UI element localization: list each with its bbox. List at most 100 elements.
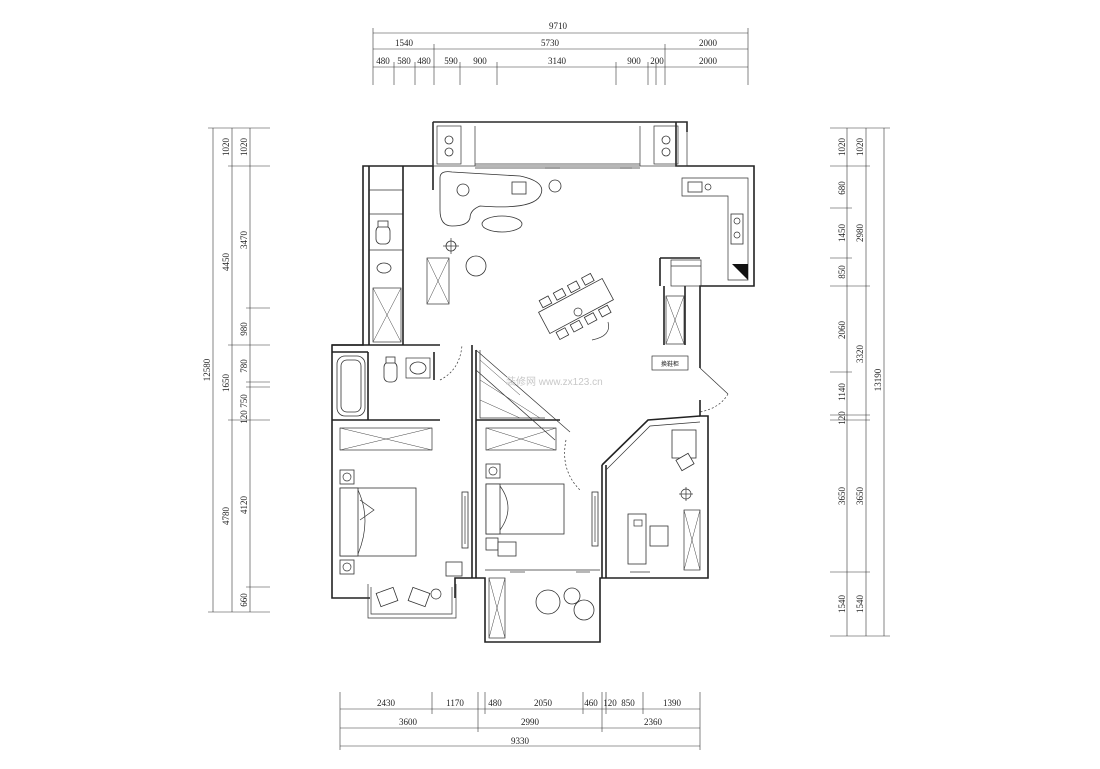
left-inner-dim-8: 660 [239, 593, 249, 607]
left-inner-dim-7: 4120 [239, 496, 249, 515]
study-armchair [671, 429, 697, 459]
right-inner-dim-4: 850 [837, 265, 847, 279]
living-furniture [439, 171, 614, 341]
bottom-dim-4: 2050 [534, 698, 553, 708]
lamp-icon [548, 179, 562, 193]
right-outer-dim-2: 2980 [855, 224, 865, 243]
top-sub-dim-9: 2000 [699, 56, 718, 66]
bottom-dim-1: 2430 [377, 698, 396, 708]
bottom-dim-5: 460 [584, 698, 598, 708]
top-sub-dim-7: 900 [627, 56, 641, 66]
right-outer-dim-4: 120 [837, 411, 847, 425]
top-sub-dim-8: 200 [650, 56, 664, 66]
dining-centerpiece-icon [573, 307, 583, 317]
left-inner-dim-2: 3470 [239, 231, 249, 250]
master-sink-icon [409, 361, 427, 375]
second-bedroom-wardrobe [485, 427, 557, 451]
south-balcony-cabinet [488, 577, 506, 639]
master-wardrobe [339, 427, 433, 451]
study [627, 429, 697, 565]
top-sub-dim-5: 900 [473, 56, 487, 66]
bottom-dim-6: 120 [603, 698, 617, 708]
nightstand-bottom [339, 559, 355, 575]
left-total-dim: 12580 [202, 358, 212, 381]
sink-icon [376, 262, 392, 274]
bottom-total-dim: 9330 [511, 736, 530, 746]
master-bedroom [339, 469, 469, 608]
bathroom-fixtures [336, 220, 431, 417]
bottom-dim-2: 1170 [446, 698, 464, 708]
right-outer-dim-1: 1020 [855, 138, 865, 157]
top-total-dim: 9710 [549, 21, 568, 31]
top-sub-dim-6: 3140 [548, 56, 567, 66]
left-dimensions: 12580 1020 4450 1650 4780 1020 3470 980 … [202, 127, 270, 613]
right-inner-dim-7: 3650 [837, 487, 847, 506]
right-inner-dim-3: 1450 [837, 224, 847, 243]
right-inner-dim-6: 1140 [837, 383, 847, 401]
right-outer-dim-3: 3320 [855, 345, 865, 364]
top-dimensions: 9710 1540 5730 2000 480 580 480 590 900 … [372, 21, 749, 85]
left-inner-dim-3: 980 [239, 322, 249, 336]
watermark: 装修网 www.zx123.cn [506, 375, 603, 388]
top-sub-dim-2: 580 [397, 56, 411, 66]
top-dim-3: 2000 [699, 38, 718, 48]
right-inner-dim-5: 2060 [837, 321, 847, 340]
top-sub-dim-4: 590 [444, 56, 458, 66]
bottom-dim-7: 850 [621, 698, 635, 708]
shoe-cabinet-label: 换鞋柜 [661, 360, 679, 368]
bottom-room-dim-3: 2360 [644, 717, 663, 727]
bottom-dim-8: 1390 [663, 698, 682, 708]
left-inner-dim-5: 120 [239, 410, 249, 424]
north-balcony [432, 121, 688, 169]
toilet-tank-icon [377, 220, 389, 228]
kitchen [670, 177, 749, 287]
hall-cabinet [372, 287, 402, 343]
bottom-room-dim-2: 2990 [521, 717, 540, 727]
door-swings [439, 344, 581, 491]
dining-table [538, 272, 614, 341]
entry-door [699, 367, 729, 413]
master-toilet-icon [383, 361, 398, 383]
left-outer-dim-1: 1020 [221, 138, 231, 157]
top-sub-dim-1: 480 [376, 56, 390, 66]
window-markers [510, 167, 650, 573]
left-outer-dim-4: 4780 [221, 507, 231, 526]
nightstand-top [339, 469, 355, 485]
second-nightstand-top [485, 463, 501, 479]
master-balcony-chairs [375, 586, 442, 608]
right-inner-dim-1: 1020 [837, 138, 847, 157]
sofa-cushion-icon [456, 183, 470, 197]
flue-corner [732, 264, 748, 280]
bottom-room-dim-1: 3600 [399, 717, 418, 727]
study-bookshelf [683, 509, 701, 571]
round-stool-icon [465, 255, 487, 277]
bottom-dimensions: 2430 1170 480 2050 460 120 850 1390 3600… [339, 692, 701, 750]
kitchen-sink-icon [687, 181, 703, 193]
armchair-icon [511, 181, 527, 195]
shoe-cabinet [665, 295, 685, 345]
study-chair-icon [649, 525, 669, 547]
second-chair-icon [497, 541, 517, 557]
right-outer-dim-6: 1540 [855, 595, 865, 614]
stair-storage [479, 350, 545, 419]
top-dim-1: 1540 [395, 38, 414, 48]
south-balcony [485, 569, 600, 621]
stove-icon [730, 213, 744, 245]
right-dimensions: 13190 1020 2980 3320 120 3650 1540 1020 … [830, 127, 890, 637]
left-inner-dim-6: 750 [239, 394, 249, 408]
left-inner-dim-1: 1020 [239, 138, 249, 157]
toilet-icon [375, 225, 391, 245]
top-sub-dim-3: 480 [417, 56, 431, 66]
master-chair-icon [445, 561, 463, 577]
left-inner-dim-4: 780 [239, 359, 249, 373]
top-dim-2: 5730 [541, 38, 560, 48]
built-in-cabinets [339, 257, 701, 639]
foyer-cabinet [426, 257, 450, 305]
coffee-table [481, 215, 523, 233]
study-desk [627, 513, 647, 565]
second-bedroom [485, 463, 599, 557]
left-outer-dim-3: 1650 [221, 374, 231, 393]
balcony-seat-icon [535, 589, 561, 615]
right-inner-dim-2: 680 [837, 181, 847, 195]
